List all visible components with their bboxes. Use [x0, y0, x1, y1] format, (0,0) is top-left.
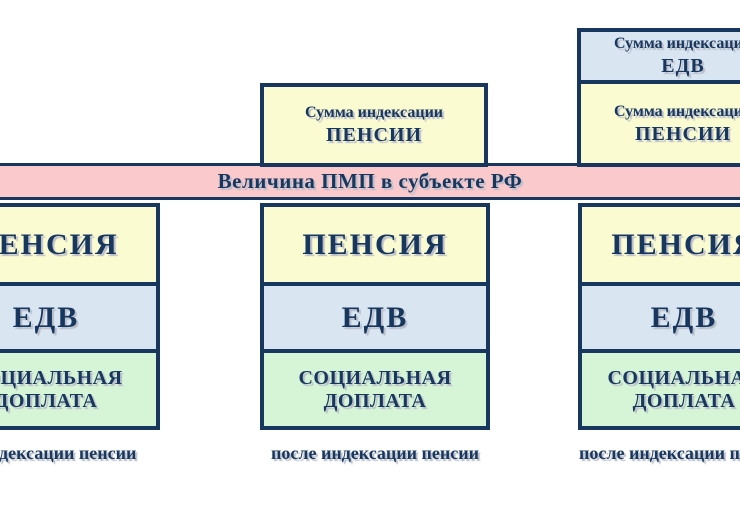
column-middle: ПЕНСИЯ ЕДВ СОЦИАЛЬНАЯ ДОПЛАТА: [260, 203, 490, 430]
edv-label: ЕДВ: [650, 300, 718, 334]
edv-label: ЕДВ: [341, 300, 409, 334]
edv-label: ЕДВ: [12, 300, 80, 334]
pension-label: ПЕНСИЯ: [611, 227, 740, 261]
edv-indexation-sum-box-right: Сумма индексации ЕДВ: [577, 28, 740, 84]
social-supplement-line1: СОЦИАЛЬНАЯ: [0, 366, 123, 389]
pension-box: ПЕНСИЯ: [260, 203, 490, 286]
social-supplement-line1: СОЦИАЛЬНАЯ: [298, 366, 452, 389]
pension-box: ПЕНСИЯ: [578, 203, 740, 286]
pension-label: ПЕНСИЯ: [302, 227, 448, 261]
social-supplement-line2: ДОПЛАТА: [0, 389, 98, 412]
social-supplement-line2: ДОПЛАТА: [323, 389, 427, 412]
edv-box: ЕДВ: [0, 282, 160, 353]
pension-indexation-sum-line1: Сумма индексации: [304, 104, 444, 121]
edv-box: ЕДВ: [578, 282, 740, 353]
social-supplement-line1: СОЦИАЛЬНАЯ: [607, 366, 740, 389]
social-supplement-box: СОЦИАЛЬНАЯ ДОПЛАТА: [578, 349, 740, 430]
pension-box: ПЕНСИЯ: [0, 203, 160, 286]
pension-indexation-sum-line2: ПЕНСИИ: [325, 124, 422, 146]
column-right: ПЕНСИЯ ЕДВ СОЦИАЛЬНАЯ ДОПЛАТА: [578, 203, 740, 430]
pension-indexation-sum-box-middle: Сумма индексации ПЕНСИИ: [260, 83, 488, 167]
caption-after-indexation-middle: после индексации пенсии: [271, 442, 479, 463]
edv-indexation-sum-line1: Сумма индексации: [613, 35, 740, 52]
social-supplement-line2: ДОПЛАТА: [632, 389, 736, 412]
pension-indexation-sum-box-right: Сумма индексации ПЕНСИИ: [577, 80, 740, 167]
column-left: ПЕНСИЯ ЕДВ СОЦИАЛЬНАЯ ДОПЛАТА: [0, 203, 160, 430]
caption-before-indexation: до индексации пенсии: [0, 442, 137, 463]
edv-indexation-sum-line2: ЕДВ: [661, 55, 705, 77]
pmp-band-label: Величина ПМП в субъекте РФ: [217, 169, 523, 193]
pmp-band: Величина ПМП в субъекте РФ: [0, 163, 740, 200]
social-supplement-box: СОЦИАЛЬНАЯ ДОПЛАТА: [260, 349, 490, 430]
caption-after-indexation-right: после индексации пенсии: [579, 442, 740, 463]
social-supplement-box: СОЦИАЛЬНАЯ ДОПЛАТА: [0, 349, 160, 430]
edv-box: ЕДВ: [260, 282, 490, 353]
pension-indexation-sum-right-line1: Сумма индексации: [613, 102, 740, 120]
pension-label: ПЕНСИЯ: [0, 227, 119, 261]
pension-indexation-sum-right-line2: ПЕНСИИ: [634, 122, 731, 145]
